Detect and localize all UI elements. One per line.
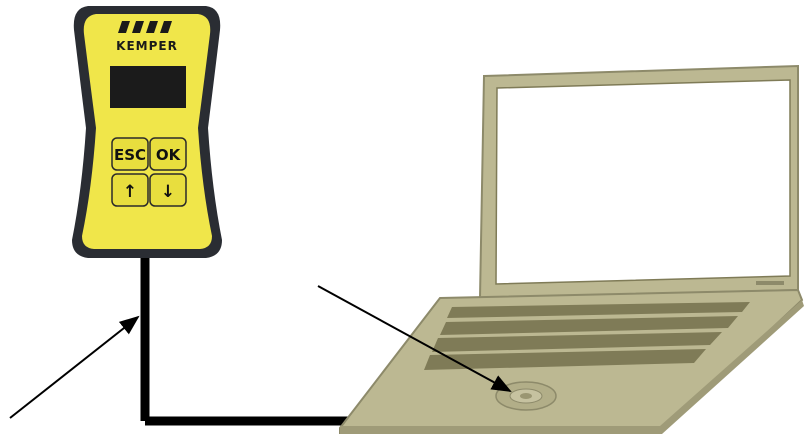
laptop bbox=[340, 66, 804, 434]
device-brand-label: KEMPER bbox=[116, 39, 178, 53]
ok-button-label: OK bbox=[156, 146, 182, 164]
esc-button[interactable]: ESC bbox=[112, 138, 148, 170]
ok-button[interactable]: OK bbox=[150, 138, 186, 170]
up-arrow-icon: ↑ bbox=[123, 182, 137, 202]
device-display bbox=[110, 66, 186, 108]
kemper-handheld-device: KEMPER ESC OK ↑ ↓ bbox=[72, 6, 222, 258]
usb-cable bbox=[145, 258, 370, 421]
trackpad-sensor-icon bbox=[496, 382, 556, 410]
esc-button-label: ESC bbox=[114, 146, 146, 164]
down-arrow-button[interactable]: ↓ bbox=[150, 174, 186, 206]
up-arrow-button[interactable]: ↑ bbox=[112, 174, 148, 206]
laptop-screen bbox=[496, 80, 790, 284]
cable-pointer-arrow bbox=[10, 317, 138, 418]
lid-indicator bbox=[756, 281, 784, 285]
down-arrow-icon: ↓ bbox=[161, 182, 175, 202]
